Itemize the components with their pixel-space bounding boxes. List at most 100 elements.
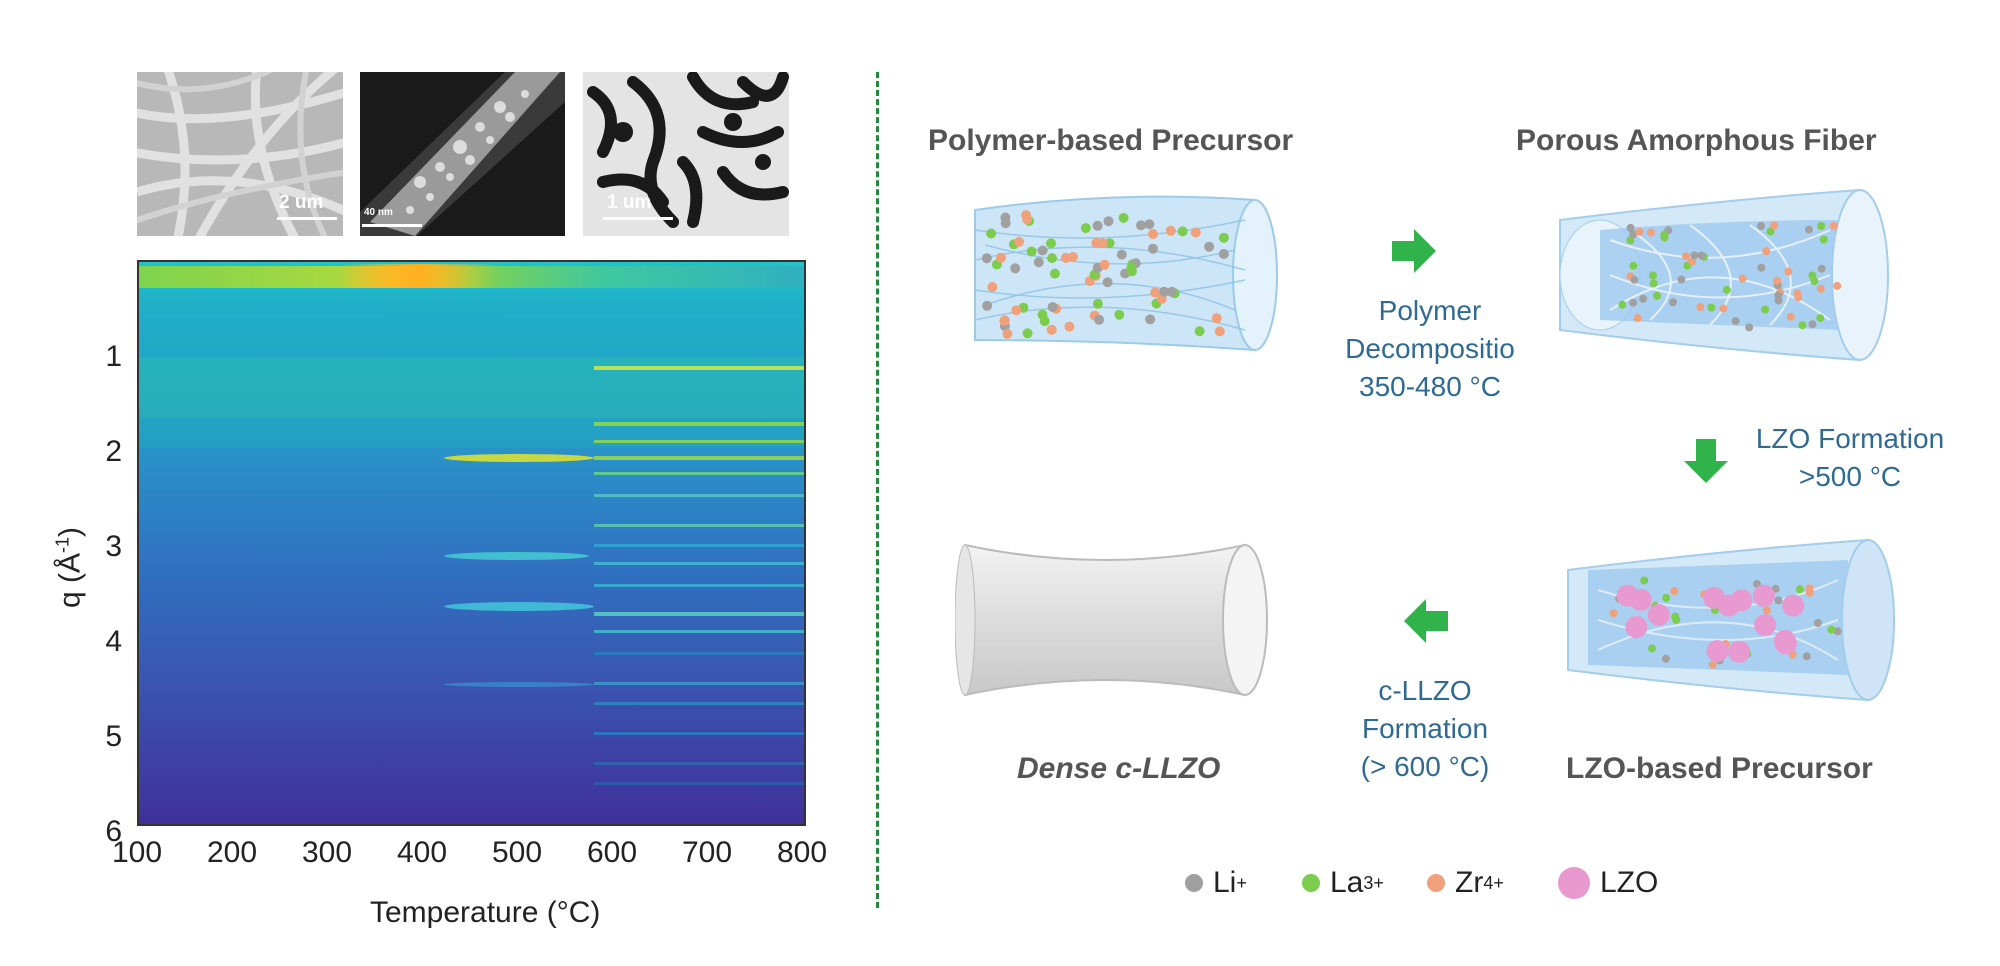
x-tick-300: 300 <box>301 836 353 869</box>
y-tick-2: 2 <box>105 435 122 468</box>
ion-dot <box>1114 309 1125 320</box>
heatmap-peak-line <box>594 562 804 565</box>
ion-dot <box>1639 294 1648 303</box>
ion-dot <box>1719 304 1728 313</box>
ion-dot <box>1148 229 1158 239</box>
polymer-fiber-illustration <box>974 195 1278 352</box>
porous-fiber-illustration <box>1559 188 1889 362</box>
ion-dot <box>1730 589 1753 612</box>
ion-dot <box>1761 305 1770 314</box>
ion-dot <box>1754 614 1777 637</box>
arrow-down-icon <box>1684 439 1728 483</box>
ion-dot <box>1204 241 1215 252</box>
ion-dot <box>1816 314 1825 323</box>
llzo-formation-line-1: c-LLZO <box>1378 675 1472 706</box>
ion-dot <box>1194 326 1205 337</box>
ion-dot <box>1047 253 1057 264</box>
ion-dot <box>1816 284 1825 293</box>
ion-dot <box>1629 261 1638 270</box>
x-tick-200: 200 <box>206 836 258 869</box>
ion-dot <box>1670 587 1679 596</box>
heatmap-peak-line <box>594 440 804 443</box>
ion-dot <box>1798 321 1807 330</box>
ion-dot <box>1026 246 1037 257</box>
lzo-precursor-title: LZO-based Precursor <box>1566 752 1873 785</box>
y-tick-5: 5 <box>105 720 122 753</box>
ion-dot <box>1136 220 1146 231</box>
ion-dot <box>1770 221 1779 230</box>
heatmap-peak-line <box>594 456 804 460</box>
ion-dot <box>1757 263 1766 272</box>
ion-dot <box>1064 321 1075 332</box>
ion-dot <box>1660 233 1669 242</box>
ion-dot <box>1148 243 1158 254</box>
ion-dot <box>1010 263 1021 274</box>
ion-dot <box>1722 285 1731 294</box>
decomposition-line-1: Polymer <box>1378 295 1482 326</box>
heatmap-peak-line <box>594 732 804 735</box>
ion-dot <box>1211 313 1222 324</box>
heatmap-peak-line <box>594 762 804 765</box>
ion-dot <box>1690 251 1699 260</box>
y-tick-3: 3 <box>105 530 122 563</box>
ion-dot <box>1190 227 1201 238</box>
ion-dot <box>1808 320 1817 329</box>
ion-dot <box>1150 287 1161 298</box>
ion-dot <box>1682 252 1691 261</box>
ion-dot <box>1102 277 1113 288</box>
ion-dot <box>1762 247 1771 256</box>
ion-dot <box>1629 588 1652 611</box>
x-tick-700: 700 <box>681 836 733 869</box>
ion-dot <box>1677 275 1686 284</box>
legend-zr-dot <box>1427 874 1445 892</box>
ion-dot <box>1046 238 1056 249</box>
llzo-formation-line-2: Formation <box>1361 713 1489 744</box>
llzo-formation-line-3: (> 600 °C) <box>1360 751 1490 782</box>
legend-lzo: LZO <box>1558 866 1658 900</box>
ion-dot <box>1022 328 1033 339</box>
ion-dot <box>1808 271 1817 280</box>
ion-dot <box>1000 218 1011 229</box>
lzo-formation-line-1: LZO Formation <box>1755 423 1945 454</box>
ion-dot <box>1669 298 1677 307</box>
ion-dot <box>1728 640 1751 663</box>
heatmap-peak-line <box>594 782 804 785</box>
y-axis-title-end: ) <box>53 526 87 537</box>
ion-dot <box>1145 314 1156 325</box>
sem-scale-label: 2 um <box>279 192 324 213</box>
ion-dot <box>1774 596 1783 605</box>
lzo-formation-step: LZO Formation >500 °C <box>1730 420 1970 496</box>
ion-dot <box>1014 236 1024 247</box>
panel-divider <box>876 72 879 908</box>
ion-dot <box>1647 228 1655 237</box>
ion-dot <box>1104 238 1115 249</box>
ion-dot <box>1813 619 1822 627</box>
ion-dot <box>1738 274 1747 283</box>
tem1-scale-label: 40 nm <box>364 207 393 218</box>
heatmap-peak-line <box>594 524 804 527</box>
x-axis-title: Temperature (°C) <box>370 896 601 929</box>
ion-dot <box>1630 275 1639 284</box>
ion-dot <box>1002 328 1013 339</box>
ion-dot <box>1786 312 1795 321</box>
ion-dot <box>982 300 993 311</box>
tem-micrograph-fiber: 40 nm <box>360 72 565 236</box>
ion-dot <box>1671 612 1680 621</box>
ion-dot <box>1094 314 1105 325</box>
ion-dot <box>1793 289 1802 298</box>
ion-dot <box>996 252 1006 263</box>
heatmap-peak-line <box>594 544 804 547</box>
ion-dot <box>1011 305 1022 316</box>
ion-dot <box>1647 603 1670 626</box>
ion-dot <box>1819 235 1828 244</box>
ion-dot <box>999 315 1010 326</box>
heatmap-svg <box>139 262 804 824</box>
tem2-scale-line <box>603 217 673 220</box>
x-tick-800: 800 <box>776 836 828 869</box>
heatmap-intermediate-peak <box>444 552 589 560</box>
y-tick-1: 1 <box>105 340 122 373</box>
legend-li: Li+ <box>1185 866 1247 900</box>
ion-dot <box>1092 298 1103 309</box>
ion-dot <box>1099 259 1110 270</box>
ion-dot <box>1218 249 1229 259</box>
